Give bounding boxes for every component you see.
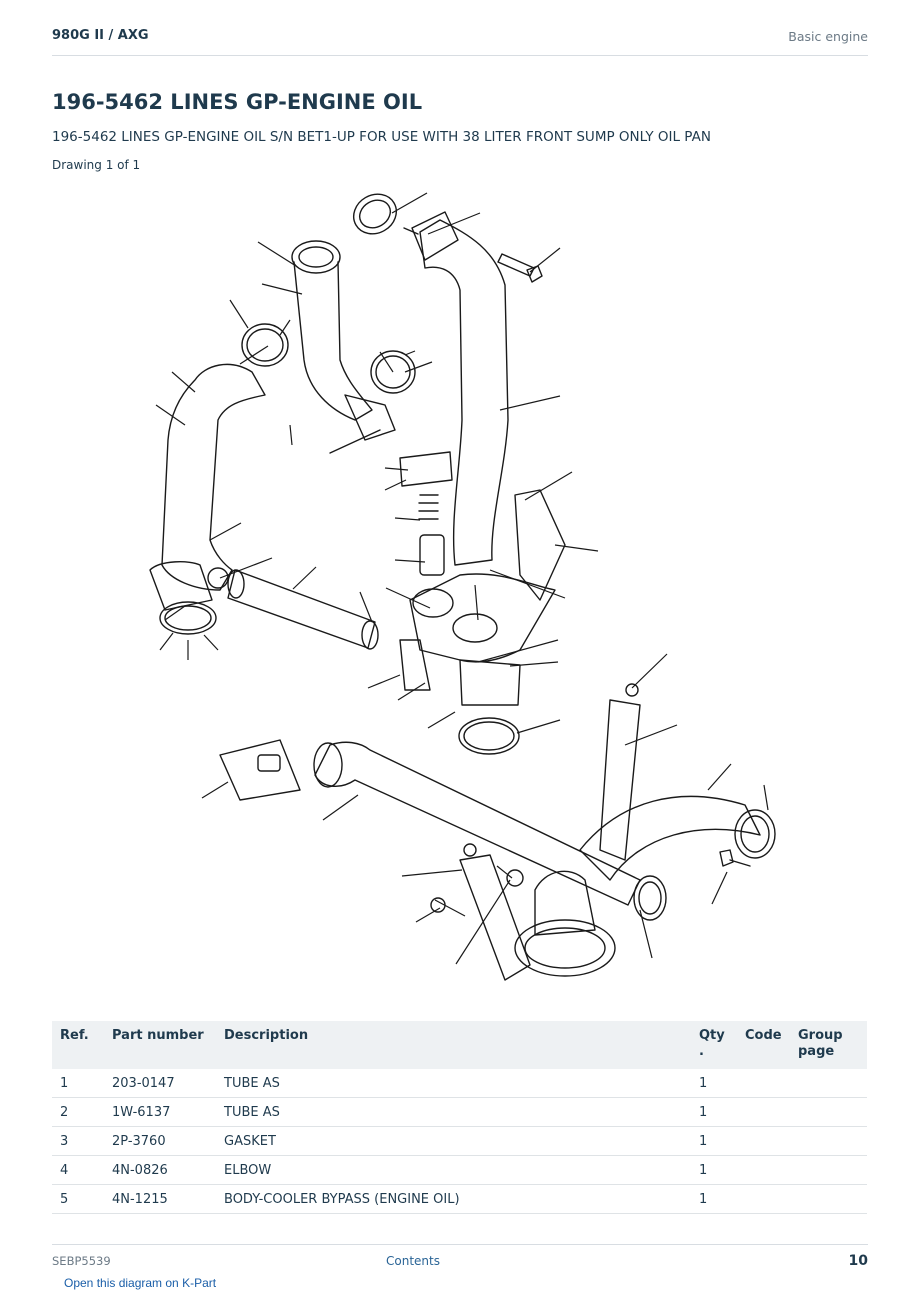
cell-description: TUBE AS <box>216 1069 691 1098</box>
cell-qty: 1 <box>691 1126 737 1156</box>
cell-part-number: 2P-3760 <box>104 1126 216 1156</box>
cell-qty: 1 <box>691 1097 737 1127</box>
table-row: 5 4N-1215 BODY-COOLER BYPASS (ENGINE OIL… <box>52 1184 867 1214</box>
cell-description: BODY-COOLER BYPASS (ENGINE OIL) <box>216 1184 691 1214</box>
cell-ref: 4 <box>52 1155 104 1185</box>
table-row: 2 1W-6137 TUBE AS 1 <box>52 1097 867 1127</box>
cell-code <box>737 1069 790 1098</box>
cell-code <box>737 1184 790 1214</box>
page-number: 10 <box>848 1253 868 1269</box>
page-title: 196-5462 LINES GP-ENGINE OIL <box>52 90 423 114</box>
cell-qty: 1 <box>691 1155 737 1185</box>
cell-ref: 3 <box>52 1126 104 1156</box>
tube-bottom <box>314 741 641 906</box>
cell-group-page <box>790 1184 867 1214</box>
cell-group-page <box>790 1069 867 1098</box>
cell-qty: 1 <box>691 1069 737 1098</box>
col-group-page: Group page <box>790 1021 867 1069</box>
col-description: Description <box>216 1021 691 1069</box>
page-header: 980G II / AXG Basic engine <box>52 28 868 56</box>
table-row: 3 2P-3760 GASKET 1 <box>52 1126 867 1156</box>
table-row: 1 203-0147 TUBE AS 1 <box>52 1069 867 1098</box>
page-subtitle: 196-5462 LINES GP-ENGINE OIL S/N BET1-UP… <box>52 129 711 145</box>
cell-part-number: 4N-0826 <box>104 1155 216 1185</box>
cell-part-number: 203-0147 <box>104 1069 216 1098</box>
page-footer: SEBP5539 Contents 10 <box>52 1244 868 1275</box>
gasket-ring <box>353 193 397 235</box>
cell-description: ELBOW <box>216 1155 691 1185</box>
drawing-label: Drawing 1 of 1 <box>52 158 141 172</box>
doc-id: SEBP5539 <box>52 1254 111 1268</box>
cell-qty: 1 <box>691 1184 737 1214</box>
cell-part-number: 4N-1215 <box>104 1184 216 1214</box>
parts-diagram <box>149 192 776 981</box>
col-code: Code <box>737 1021 790 1069</box>
table-row: 4 4N-0826 ELBOW 1 <box>52 1155 867 1185</box>
cell-group-page <box>790 1126 867 1156</box>
cell-ref: 2 <box>52 1097 104 1127</box>
col-qty: Qty . <box>691 1021 737 1069</box>
col-ref: Ref. <box>52 1021 104 1069</box>
cell-group-page <box>790 1155 867 1185</box>
tube-tall <box>419 219 509 566</box>
cell-code <box>737 1126 790 1156</box>
cell-group-page <box>790 1097 867 1127</box>
cooler-bypass-body <box>409 573 556 663</box>
model-label: 980G II / AXG <box>52 28 149 43</box>
tube-elbow <box>291 240 341 274</box>
cell-description: TUBE AS <box>216 1097 691 1127</box>
cell-ref: 1 <box>52 1069 104 1098</box>
cell-code <box>737 1097 790 1127</box>
parts-table: Ref. Part number Description Qty . Code … <box>52 1021 867 1214</box>
cell-part-number: 1W-6137 <box>104 1097 216 1127</box>
cell-description: GASKET <box>216 1126 691 1156</box>
tube-left <box>161 363 266 591</box>
col-part-number: Part number <box>104 1021 216 1069</box>
cell-ref: 5 <box>52 1184 104 1214</box>
cell-code <box>737 1155 790 1185</box>
kpart-link[interactable]: Open this diagram on K-Part <box>64 1276 217 1290</box>
section-label: Basic engine <box>788 29 868 44</box>
contents-link[interactable]: Contents <box>386 1254 440 1268</box>
table-header-row: Ref. Part number Description Qty . Code … <box>52 1021 867 1069</box>
